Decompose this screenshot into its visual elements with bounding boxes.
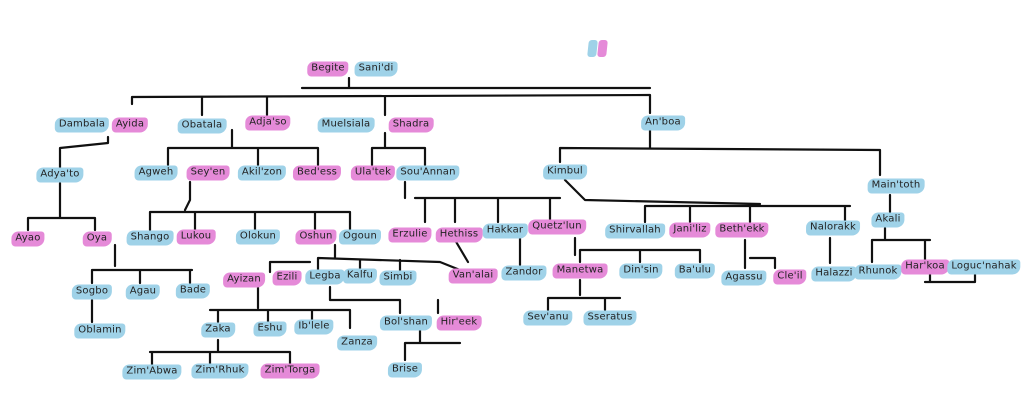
node-bedess: Bed'ess	[292, 165, 342, 181]
node-harkoa: Har'koa	[901, 259, 949, 275]
node-dambala: Dambala	[54, 117, 110, 133]
node-zimabwa: Zim'Abwa	[122, 364, 182, 380]
node-cleil: Cle'il	[773, 269, 807, 285]
node-nalorakk: Nalorakk	[806, 220, 860, 236]
node-sevanu: Sev'anu	[523, 310, 573, 326]
node-agau: Agau	[125, 284, 161, 300]
node-eshu: Eshu	[253, 321, 287, 337]
node-seyen: Sey'en	[186, 165, 230, 181]
node-anboa: An'boa	[641, 115, 685, 131]
node-shadra: Shadra	[388, 117, 434, 133]
node-ayida: Ayida	[111, 117, 149, 133]
legend-blue-swatch	[587, 40, 598, 57]
node-zimtorga: Zim'Torga	[260, 363, 320, 379]
node-rhunok: Rhunok	[854, 264, 902, 280]
node-adjaso: Adja'so	[245, 115, 291, 131]
node-ezili: Ezili	[272, 270, 302, 286]
node-janiliz: Jani'liz	[669, 222, 711, 238]
node-bethekk: Beth'ekk	[715, 222, 769, 238]
node-begite: Begite	[307, 61, 349, 77]
node-agweh: Agweh	[134, 165, 178, 181]
node-kalfu: Kalfu	[342, 268, 378, 284]
node-olokun: Olokun	[235, 229, 281, 245]
node-adyato: Adya'to	[36, 167, 84, 183]
node-zaka: Zaka	[201, 322, 235, 338]
node-hirek: Hir'eek	[436, 315, 482, 331]
node-zimrhuk: Zim'Rhuk	[191, 363, 249, 379]
legend-pink-swatch	[597, 40, 608, 57]
node-quetzlun: Quetz'lun	[528, 219, 586, 235]
node-vanalai: Van'alai	[448, 268, 498, 284]
node-sogbo: Sogbo	[71, 284, 113, 300]
node-iblele: Ib'lele	[294, 319, 334, 335]
node-akilzon: Akil'zon	[237, 165, 287, 181]
node-bolshan: Bol'shan	[379, 315, 433, 331]
node-zanza: Zanza	[337, 335, 377, 351]
node-ulatek: Ula'tek	[350, 165, 396, 181]
node-hakkar: Hakkar	[482, 223, 528, 239]
node-oshun: Oshun	[295, 229, 337, 245]
node-manetwa: Manetwa	[552, 263, 608, 279]
node-dinsin: Din'sin	[619, 263, 663, 279]
node-shirvallah: Shirvallah	[605, 223, 665, 239]
node-muelsiala: Muelsiala	[317, 117, 375, 133]
node-erzulie: Erzulie	[388, 227, 432, 243]
node-ogoun: Ogoun	[338, 229, 382, 245]
node-ayao: Ayao	[11, 231, 45, 247]
node-zandor: Zandor	[501, 265, 547, 281]
node-oblamin: Oblamin	[74, 323, 126, 339]
node-obatala: Obatala	[177, 118, 227, 134]
node-simbi: Simbi	[379, 270, 417, 286]
node-shango: Shango	[126, 230, 174, 246]
node-sanidi: Sani'di	[354, 61, 398, 77]
node-hethiss: Hethiss	[435, 227, 483, 243]
node-akali: Akali	[871, 212, 905, 228]
node-legba: Legba	[305, 269, 345, 285]
node-maintoth: Main'toth	[867, 178, 925, 194]
node-baulu: Ba'ulu	[674, 263, 716, 279]
node-agassu: Agassu	[721, 270, 767, 286]
node-souannan: Sou'Annan	[396, 165, 460, 181]
node-oya: Oya	[82, 231, 112, 247]
node-halazzi: Halazzi	[811, 266, 857, 282]
node-bade: Bade	[175, 283, 211, 299]
node-sseratus: Sseratus	[583, 310, 637, 326]
node-ayizan: Ayizan	[223, 272, 265, 288]
node-kimbul: Kimbul	[543, 164, 587, 180]
node-brise: Brise	[387, 362, 423, 378]
node-lukou: Lukou	[176, 229, 216, 245]
node-loguenahak: Loguc'nahak	[947, 259, 1021, 275]
